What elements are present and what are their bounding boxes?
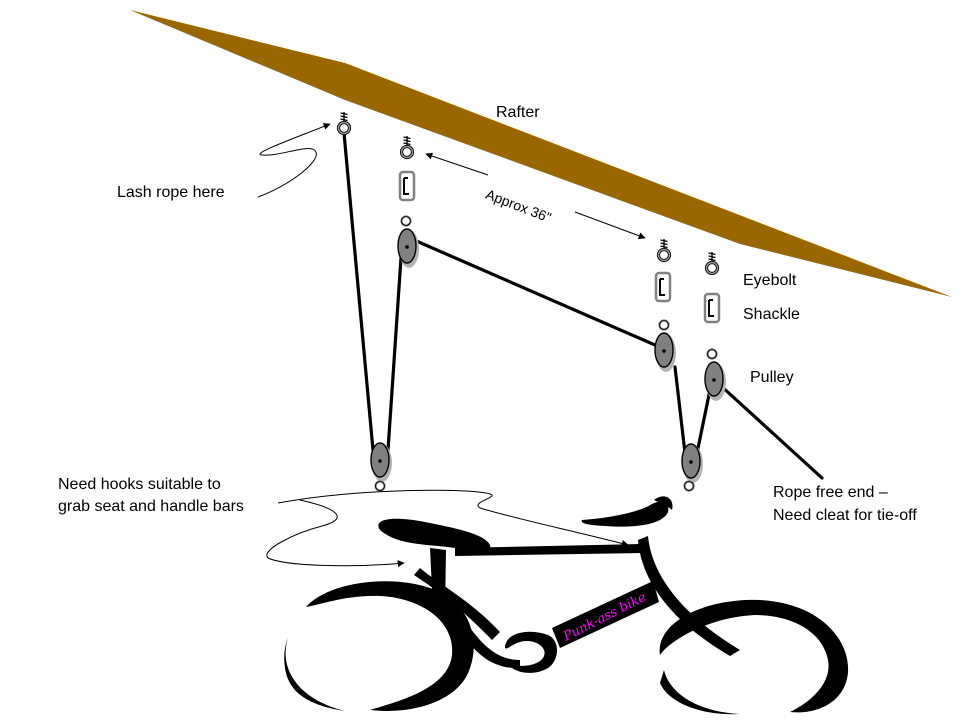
pulley-icon: [681, 443, 704, 484]
rafter-label: Rafter: [496, 104, 540, 121]
hooks-arrow-handlebar: [277, 489, 629, 547]
rear-wheel-lower: [284, 638, 345, 711]
front-wheel-lower: [660, 670, 740, 715]
bicycle: Punk-ass bike: [284, 496, 849, 715]
eyebolt-icon: [336, 110, 352, 136]
pulley-icon: [654, 332, 677, 373]
pulley-label: Pulley: [750, 369, 794, 386]
lash-rope-label: Lash rope here: [117, 184, 225, 201]
rafter-beam: [130, 10, 952, 297]
shackle-icon: [703, 292, 721, 324]
ring-icon: [374, 480, 386, 492]
rope-free-end-line1: Rope free end –: [773, 484, 888, 501]
fork: [638, 536, 740, 656]
rope-free-end-line2: Need cleat for tie-off: [773, 507, 917, 524]
eyebolt-icon: [704, 250, 720, 276]
approx-arrow-left: [425, 152, 489, 176]
eyebolt-icon: [656, 237, 672, 263]
ring-icon: [658, 319, 670, 331]
bike-seat: [378, 518, 491, 552]
crank-ring: [505, 631, 557, 673]
handlebar-end: [654, 496, 673, 510]
eyebolt-icon: [399, 134, 415, 160]
ring-icon: [400, 215, 412, 227]
shackle-icon: [398, 170, 416, 202]
top-tube: [455, 544, 641, 556]
ropes: [342, 131, 824, 480]
shackle-icon: [654, 271, 672, 303]
seat-stay: [440, 595, 520, 669]
chainstay: [414, 568, 500, 640]
front-wheel: [659, 599, 849, 713]
hooks-label-line1: Need hooks suitable to: [58, 476, 221, 493]
ring-icon: [706, 348, 718, 360]
eyebolt-label: Eyebolt: [743, 272, 797, 289]
bike-decal-text: Punk-ass bike: [560, 590, 649, 645]
lash-rope-arrow: [257, 123, 331, 198]
hooks-label-line2: grab seat and handle bars: [58, 498, 244, 515]
handlebar: [581, 501, 669, 527]
hooks-arrow-seat: [266, 499, 405, 568]
shackle-label: Shackle: [743, 306, 800, 323]
ring-icon: [683, 480, 695, 492]
down-tube: [552, 581, 659, 648]
approx-arrow-right: [574, 211, 646, 240]
